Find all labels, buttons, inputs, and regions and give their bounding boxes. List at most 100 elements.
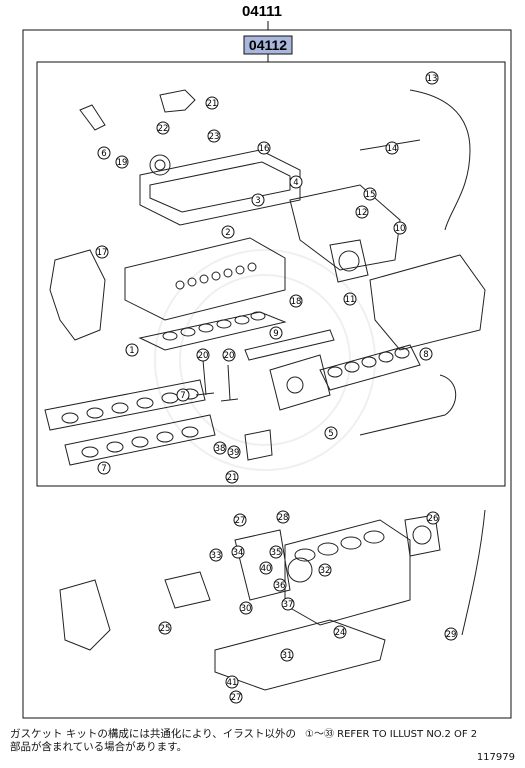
- kit-part-number[interactable]: 04111: [242, 3, 282, 20]
- callout-number: 34: [233, 548, 244, 558]
- callout-number: 8: [423, 350, 428, 360]
- callout-c2[interactable]: 2: [221, 225, 235, 239]
- callout-number: 24: [335, 628, 346, 638]
- callout-number: 10: [395, 224, 406, 234]
- callout-c35[interactable]: 35: [269, 545, 283, 559]
- callout-c11[interactable]: 11: [343, 292, 357, 306]
- callout-c41[interactable]: 41: [225, 675, 239, 689]
- callout-c21[interactable]: 21: [205, 96, 219, 110]
- callout-c21b[interactable]: 21: [225, 470, 239, 484]
- callout-c29[interactable]: 29: [444, 627, 458, 641]
- callout-c4[interactable]: 4: [289, 175, 303, 189]
- callout-number: 32: [320, 566, 331, 576]
- pulley-drawing: [287, 557, 313, 583]
- callout-c38[interactable]: 38: [213, 441, 227, 455]
- callout-circle: [257, 141, 271, 155]
- intake-gasket-strip-drawing: [244, 329, 335, 361]
- callout-c7b[interactable]: 7: [97, 461, 111, 475]
- callout-number: 26: [428, 514, 439, 524]
- callout-c31[interactable]: 31: [280, 648, 294, 662]
- callout-c10[interactable]: 10: [393, 221, 407, 235]
- callout-c32[interactable]: 32: [318, 563, 332, 577]
- callout-c34[interactable]: 34: [231, 545, 245, 559]
- callout-c25[interactable]: 25: [158, 621, 172, 635]
- japanese-note-line-1: ガスケット キットの構成には共通化により、イラスト以外の: [10, 728, 296, 740]
- callout-number: 2: [225, 228, 230, 238]
- callout-circle: [273, 578, 287, 592]
- callout-number: 36: [275, 581, 286, 591]
- callout-c22[interactable]: 22: [156, 121, 170, 135]
- callout-c16[interactable]: 16: [257, 141, 271, 155]
- callout-circle: [385, 141, 399, 155]
- oil-dipstick-drawing: [461, 509, 486, 636]
- watermark-seal: [154, 249, 376, 471]
- callout-c1[interactable]: 1: [125, 343, 139, 357]
- callout-c15[interactable]: 15: [363, 187, 377, 201]
- callout-number: 29: [446, 630, 457, 640]
- callout-c19[interactable]: 19: [115, 155, 129, 169]
- callout-number: 7: [101, 464, 106, 474]
- timing-cover-drawing: [49, 249, 106, 341]
- callout-c3[interactable]: 3: [251, 193, 265, 207]
- callout-c40[interactable]: 40: [259, 561, 273, 575]
- callout-c28[interactable]: 28: [276, 510, 290, 524]
- callout-c23[interactable]: 23: [207, 129, 221, 143]
- callout-c5[interactable]: 5: [324, 426, 338, 440]
- callout-c20b[interactable]: 20: [222, 348, 236, 362]
- callout-c20a[interactable]: 20: [196, 348, 210, 362]
- reference-note: ①～㉝ REFER TO ILLUST NO.2 OF 2: [305, 729, 478, 740]
- callout-number: 7: [180, 391, 185, 401]
- callout-number: 11: [345, 295, 356, 305]
- callout-c24[interactable]: 24: [333, 625, 347, 639]
- callout-c18[interactable]: 18: [289, 294, 303, 308]
- callout-c6[interactable]: 6: [97, 146, 111, 160]
- front-cover-lower-drawing: [234, 529, 291, 601]
- callout-circle: [393, 221, 407, 235]
- callout-c27b[interactable]: 27: [229, 690, 243, 704]
- callout-circle: [281, 597, 295, 611]
- callout-c36[interactable]: 36: [273, 578, 287, 592]
- callout-circle: [115, 155, 129, 169]
- callout-c37[interactable]: 37: [281, 597, 295, 611]
- callout-circle: [324, 426, 338, 440]
- callout-c39[interactable]: 39: [227, 445, 241, 459]
- callout-c17[interactable]: 17: [95, 245, 109, 259]
- throttle-body-drawing: [329, 239, 369, 283]
- cylinder-block-drawing: [284, 519, 411, 626]
- callout-number: 12: [357, 208, 368, 218]
- callout-c12[interactable]: 12: [355, 205, 369, 219]
- rear-seal-housing-drawing: [404, 514, 441, 557]
- callout-circle: [280, 648, 294, 662]
- callout-circle: [207, 129, 221, 143]
- callout-c27a[interactable]: 27: [233, 513, 247, 527]
- callout-number: 13: [427, 74, 438, 84]
- valve-drawing-1: [195, 359, 215, 396]
- callout-circle: [444, 627, 458, 641]
- callout-number: 21: [227, 473, 238, 483]
- callout-circle: [269, 545, 283, 559]
- callout-circle: [318, 563, 332, 577]
- callout-number: 35: [271, 548, 282, 558]
- callout-number: 21: [207, 99, 218, 109]
- callout-c33[interactable]: 33: [209, 548, 223, 562]
- callout-c7a[interactable]: 7: [176, 388, 190, 402]
- callout-c9[interactable]: 9: [269, 326, 283, 340]
- callout-c13[interactable]: 13: [425, 71, 439, 85]
- callout-number: 31: [282, 651, 293, 661]
- callout-number: 22: [158, 124, 169, 134]
- callout-c26[interactable]: 26: [426, 511, 440, 525]
- callout-c8[interactable]: 8: [419, 347, 433, 361]
- sensor-harness-drawing: [409, 89, 471, 231]
- callout-circle: [333, 625, 347, 639]
- sub-kit-part-number[interactable]: 04112: [249, 37, 287, 53]
- callout-circle: [343, 292, 357, 306]
- callout-c14[interactable]: 14: [385, 141, 399, 155]
- callout-number: 4: [293, 178, 298, 188]
- callout-circle: [355, 205, 369, 219]
- callout-c30[interactable]: 30: [239, 601, 253, 615]
- callout-circle: [222, 348, 236, 362]
- callout-number: 41: [227, 678, 238, 688]
- callout-number: 37: [283, 600, 294, 610]
- callout-circle: [231, 545, 245, 559]
